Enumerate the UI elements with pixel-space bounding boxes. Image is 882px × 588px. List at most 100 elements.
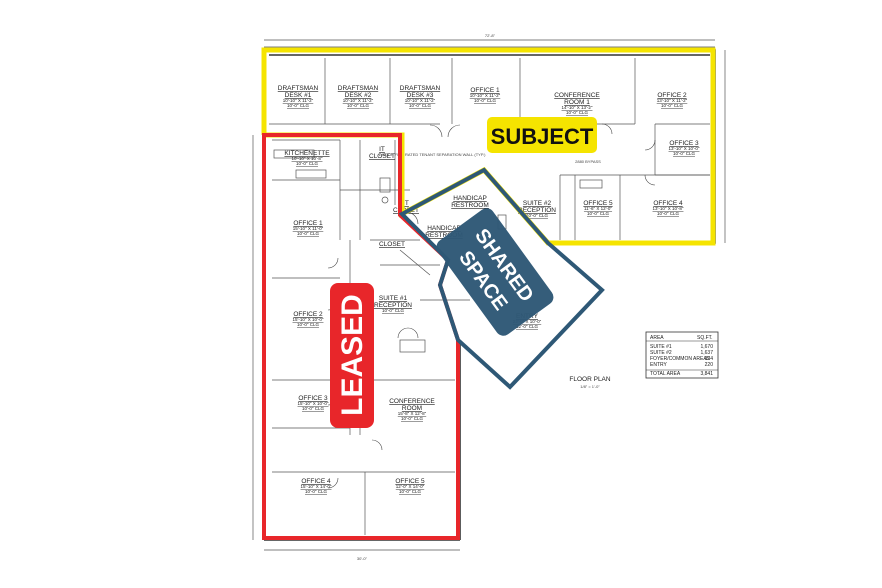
area-table-row-value: 1,637 bbox=[700, 350, 713, 356]
area-table-row-value: 220 bbox=[705, 362, 714, 368]
room-label-line: OFFICE 5 bbox=[583, 200, 613, 207]
area-table-row-label: ENTRY bbox=[650, 362, 668, 368]
room-label-line: 15'-10" X 11'-0" bbox=[293, 226, 324, 231]
room-label-line: 10'-0" CLG bbox=[287, 103, 309, 108]
room-label-line: OFFICE 1 bbox=[293, 220, 323, 227]
room-label-line: OFFICE 5 bbox=[395, 478, 425, 485]
leased-label-box bbox=[330, 283, 374, 428]
room-label-line: DRAFTSMAN bbox=[338, 85, 379, 92]
room-label-line: 10'-0" CLG bbox=[302, 406, 324, 411]
floor-plan-title: FLOOR PLAN bbox=[569, 376, 610, 383]
room-label-line: 10'-0" CLG bbox=[409, 103, 431, 108]
area-table-row-label: FOYER/COMMON AREAS bbox=[650, 356, 711, 362]
room-label-line: SUITE #1 bbox=[379, 295, 408, 302]
separation-wall-note: 1 HOUR FIRE RATED TENANT SEPARATION WALL… bbox=[379, 152, 487, 157]
shared-label-box bbox=[436, 208, 554, 336]
bypass-note: 2880 BYPASS bbox=[575, 159, 601, 164]
room-label-line: 15'-10" X 10'-0" bbox=[293, 317, 324, 322]
room-label-line: ROOM bbox=[402, 405, 422, 412]
room-label-line: 10'-10" X 11'-2" bbox=[283, 98, 314, 103]
room-label-line: DRAFTSMAN bbox=[400, 85, 441, 92]
room-label-line: 11'-6" X 12'-0" bbox=[584, 206, 612, 211]
room-label-line: RESTROOM bbox=[425, 232, 463, 239]
area-table-header-label: AREA bbox=[650, 335, 664, 341]
room-label-line: 10'-0" CLG bbox=[526, 213, 548, 218]
room-label-line: 10'-0" CLG bbox=[673, 151, 695, 156]
room-label-line: 10'-0" CLG bbox=[382, 308, 404, 313]
room-label-line: 15'-10" X 10'-0" bbox=[298, 401, 329, 406]
room-label-line: CONFERENCE bbox=[554, 92, 600, 99]
room-label-line: ROOM 1 bbox=[564, 99, 590, 106]
room-label-line: RECEPTION bbox=[518, 207, 556, 214]
room-label-line: DRAFTSMAN bbox=[278, 85, 319, 92]
room-label-line: 10'-10" X 11'-2" bbox=[343, 98, 374, 103]
shared-space-outline bbox=[398, 167, 605, 390]
room-label-line: IT bbox=[379, 146, 385, 153]
room-label-line: RECEPTION bbox=[374, 302, 412, 309]
area-table-row-label: TOTAL AREA bbox=[650, 371, 681, 377]
room-label-line: 13'-10" X 11'-2" bbox=[657, 98, 688, 103]
room-label-line: 13'-10" X 10'-0" bbox=[669, 146, 700, 151]
room-label-line: OFFICE 4 bbox=[653, 200, 683, 207]
area-table-row-value: 1,670 bbox=[700, 344, 713, 350]
room-label-line: 10'-0" CLG bbox=[399, 489, 421, 494]
room-label-line: 10'-0" CLG bbox=[296, 161, 318, 166]
area-table-header-sqft: SQ.FT. bbox=[697, 335, 713, 341]
subject-label-box bbox=[487, 117, 597, 153]
room-label-line: DESK #3 bbox=[407, 92, 434, 99]
room-label-line: 10'-0" CLG bbox=[347, 103, 369, 108]
room-label-line: 10'-0" CLG bbox=[474, 98, 496, 103]
room-label-line: 12'-0" X 14'-0" bbox=[396, 484, 425, 489]
room-label-line: OFFICE 2 bbox=[293, 311, 323, 318]
room-label-line: 10'-10" X 11'-2" bbox=[470, 93, 501, 98]
room-label-line: DESK #1 bbox=[285, 92, 312, 99]
room-label-line: 10'-10" X 10'-8" bbox=[292, 156, 323, 161]
room-label-line: 10'-0" CLG bbox=[587, 211, 609, 216]
room-label-line: OFFICE 4 bbox=[301, 478, 331, 485]
room-label-line: OFFICE 1 bbox=[470, 87, 500, 94]
room-label-line: IT bbox=[403, 200, 409, 207]
plan-notes: 1 HOUR FIRE RATED TENANT SEPARATION WALL… bbox=[357, 33, 611, 561]
room-label-line: 23'-0" X 10'-0" bbox=[513, 319, 542, 324]
floor-plan-scale: 1/8" = 1'-0" bbox=[580, 384, 600, 389]
room-label-line: 15'-10" X 14'-0" bbox=[301, 484, 332, 489]
room-label-line: SUITE #2 bbox=[523, 200, 552, 207]
room-label-line: 10'-0" CLG bbox=[297, 322, 319, 327]
bottom-width-dim: 30'-0" bbox=[357, 556, 368, 561]
room-label-line: 10'-0" CLG bbox=[305, 489, 327, 494]
overlays: SUBJECT LEASED SHARED SPACE bbox=[261, 47, 716, 540]
room-label-line: HANDICAP bbox=[427, 225, 461, 232]
room-label-line: 12'-0" CLG bbox=[516, 324, 538, 329]
room-label-line: KITCHENETTE bbox=[284, 150, 330, 157]
room-label-line: RESTROOM bbox=[451, 202, 489, 209]
room-label-line: CONFERENCE bbox=[389, 398, 435, 405]
room-label-line: OFFICE 3 bbox=[669, 140, 699, 147]
leased-label: LEASED bbox=[336, 294, 369, 416]
room-label-line: 14'-10" X 13'-2" bbox=[562, 105, 593, 110]
area-table-row-value: 324 bbox=[705, 356, 714, 362]
room-label-line: 10'-0" CLG bbox=[657, 211, 679, 216]
room-label-line: 10'-0" CLG bbox=[297, 231, 319, 236]
area-table-row-label: SUITE #2 bbox=[650, 350, 672, 356]
room-label-line: 10'-10" X 11'-2" bbox=[405, 98, 436, 103]
room-label-line: OFFICE 2 bbox=[657, 92, 687, 99]
